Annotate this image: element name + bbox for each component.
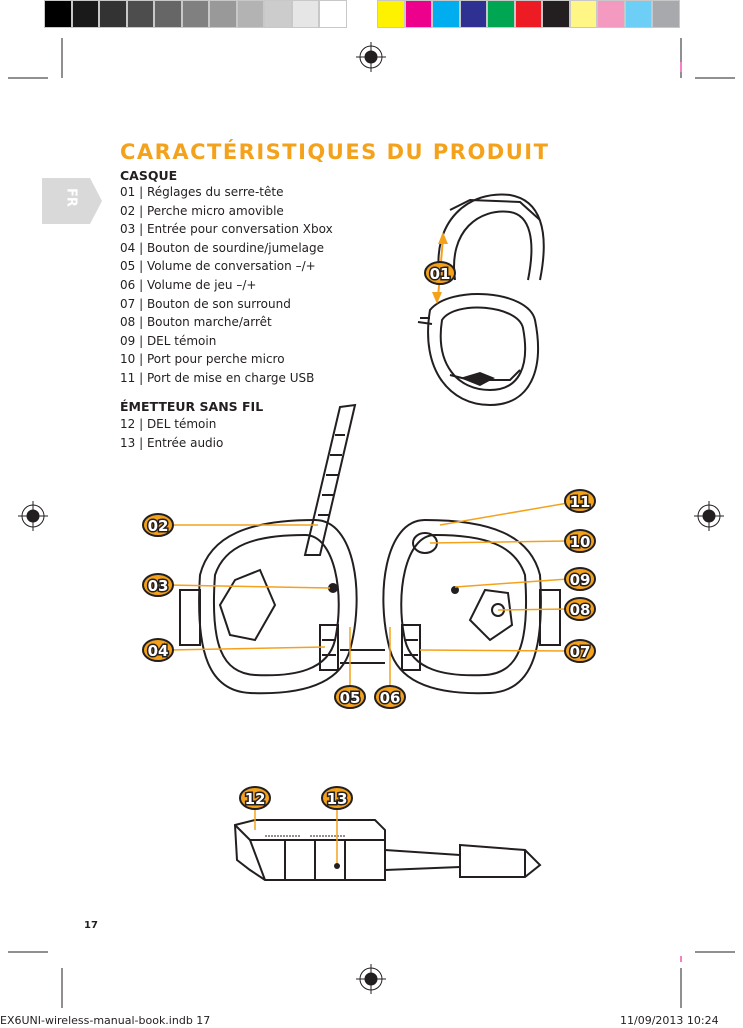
earcups-illustration: 02 03 04 05 06 07 08 09 10 11 <box>142 403 596 709</box>
color-swatch <box>44 0 72 28</box>
svg-text:06: 06 <box>380 689 401 707</box>
callout-04: 04 <box>142 638 174 662</box>
color-bar-process <box>377 0 680 28</box>
svg-text:13: 13 <box>327 790 348 808</box>
list-item: 02 | Perche micro amovible <box>120 203 284 218</box>
callout-06: 06 <box>374 685 406 709</box>
list-item: 10 | Port pour perche micro <box>120 352 285 367</box>
language-tab-label: FR <box>63 188 79 207</box>
callout-03: 03 <box>142 573 174 597</box>
color-swatch <box>404 0 432 28</box>
color-swatch <box>209 0 237 28</box>
callout-07: 07 <box>564 639 596 663</box>
footer-file-info: EX6UNI-wireless-manual-book.indb 17 <box>0 1014 211 1027</box>
page-number: 17 <box>84 920 98 931</box>
color-bar-grayscale <box>44 0 347 28</box>
svg-text:07: 07 <box>570 643 591 661</box>
list-item: 01 | Réglages du serre-tête <box>120 185 284 199</box>
list-item: 08 | Bouton marche/arrêt <box>120 315 272 330</box>
svg-text:08: 08 <box>570 601 591 619</box>
list-item: 05 | Volume de conversation –/+ <box>120 259 316 274</box>
svg-text:03: 03 <box>148 577 169 595</box>
page-title: CARACTÉRISTIQUES DU PRODUIT <box>120 140 550 164</box>
color-swatch <box>126 0 154 28</box>
callout-08: 08 <box>564 597 596 621</box>
list-item: 06 | Volume de jeu –/+ <box>120 277 257 292</box>
color-swatch <box>459 0 487 28</box>
list-item: 04 | Bouton de sourdine/jumelage <box>120 240 325 255</box>
color-swatch <box>487 0 515 28</box>
callout-05: 05 <box>334 685 366 709</box>
registration-mark-right <box>694 501 724 531</box>
svg-text:10: 10 <box>570 533 591 551</box>
svg-text:01: 01 <box>430 265 451 283</box>
list-item: 11 | Port de mise en charge USB <box>120 370 315 385</box>
transmitter-illustration: 12 13 <box>233 786 542 881</box>
footer-timestamp: 11/09/2013 10:24 <box>620 1014 719 1027</box>
registration-mark-bottom <box>356 964 386 994</box>
callout-01: 01 <box>424 261 456 285</box>
registration-mark-top <box>356 42 386 72</box>
color-swatch <box>569 0 597 28</box>
color-swatch <box>377 0 405 28</box>
color-swatch <box>71 0 99 28</box>
list-item: 09 | DEL témoin <box>120 333 217 348</box>
svg-text:05: 05 <box>340 689 361 707</box>
color-swatch <box>99 0 127 28</box>
transmitter-heading: ÉMETTEUR SANS FIL <box>120 399 264 414</box>
color-swatch <box>236 0 264 28</box>
callout-13: 13 <box>321 786 353 810</box>
svg-text:04: 04 <box>148 642 169 660</box>
color-swatch <box>181 0 209 28</box>
color-swatch <box>432 0 460 28</box>
svg-text:12: 12 <box>245 790 266 808</box>
callout-11: 11 <box>564 489 596 513</box>
color-swatch <box>542 0 570 28</box>
callout-09: 09 <box>564 567 596 591</box>
callout-12: 12 <box>239 786 271 810</box>
callout-02: 02 <box>142 513 174 537</box>
language-tab <box>42 178 102 224</box>
transmitter-feature-list: 12 | DEL témoin 13 | Entrée audio <box>120 415 223 452</box>
color-swatch <box>319 0 347 28</box>
callout-10: 10 <box>564 529 596 553</box>
color-swatch <box>514 0 542 28</box>
color-swatch <box>264 0 292 28</box>
registration-mark-left <box>18 501 48 531</box>
svg-text:09: 09 <box>570 571 591 589</box>
headset-illustration: 01 <box>417 193 545 407</box>
headset-heading: CASQUE <box>120 168 178 183</box>
list-item: 03 | Entrée pour conversation Xbox <box>120 222 333 237</box>
color-swatch <box>652 0 680 28</box>
color-swatch <box>154 0 182 28</box>
color-swatch <box>597 0 625 28</box>
headset-feature-list: 01 | Réglages du serre-tête 02 | Perche … <box>120 183 333 388</box>
color-swatch <box>291 0 319 28</box>
color-swatch <box>624 0 652 28</box>
list-item: 12 | DEL témoin <box>120 417 217 431</box>
svg-text:02: 02 <box>148 517 169 535</box>
svg-text:11: 11 <box>570 493 591 511</box>
list-item: 13 | Entrée audio <box>120 435 224 450</box>
list-item: 07 | Bouton de son surround <box>120 296 291 311</box>
